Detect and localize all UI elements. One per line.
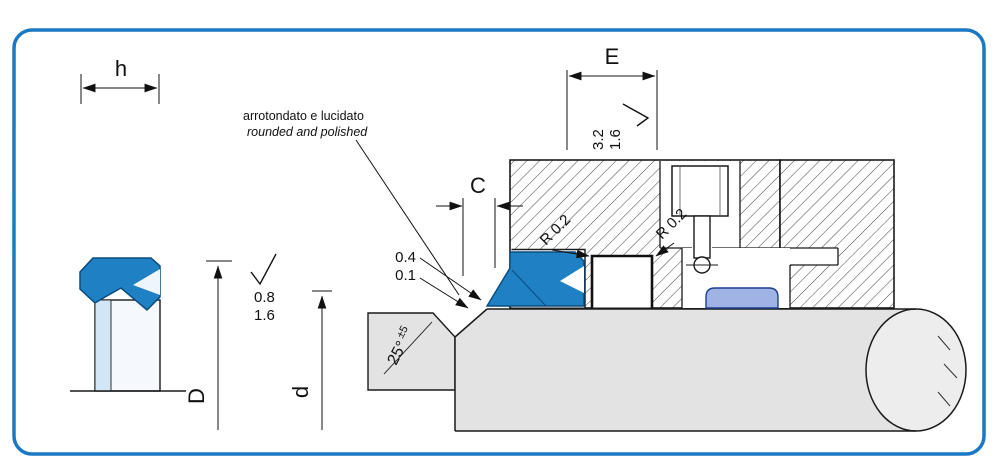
leader-line <box>419 257 482 301</box>
dimension-E: E <box>566 44 658 150</box>
surface-value: 0.8 <box>254 289 275 306</box>
surface-finish-icon <box>622 103 650 127</box>
rod-end <box>367 312 456 391</box>
surface-value: 3.2 <box>590 129 607 150</box>
groove-cavity <box>592 256 652 308</box>
edge-tolerance-callout: 0.4 0.1 <box>395 249 482 309</box>
leader-line <box>655 242 675 257</box>
angle-guide-line <box>383 321 433 375</box>
dimension-h-label: h <box>115 56 127 81</box>
dimension-D-label: D <box>184 388 209 404</box>
wiper-seal <box>485 251 585 307</box>
dimension-d: d <box>288 290 332 430</box>
shaft-end-face <box>865 308 967 432</box>
angle-tolerance: ±5 <box>395 324 411 340</box>
edge-tolerance-value: 0.4 <box>395 249 416 266</box>
surface-finish-icon <box>250 253 277 286</box>
guide-ring <box>705 287 779 309</box>
seal-lip-profile <box>79 257 161 312</box>
shaft-chamfer-edge <box>454 308 488 338</box>
dimension-h: h <box>80 56 160 104</box>
dimension-d-label: d <box>288 386 313 398</box>
shaft-end-hatch-ticks <box>937 335 958 407</box>
rounded-polished-note: arrotondato e lucidato rounded and polis… <box>243 109 460 296</box>
assembly-section-view <box>367 159 967 432</box>
leader-line <box>419 277 469 309</box>
seal-inner-wall <box>94 299 112 392</box>
seal-lip-notch <box>133 269 160 295</box>
note-english: rounded and polished <box>247 125 368 139</box>
groove-outline <box>590 254 654 308</box>
seal-cross-section-view <box>70 257 186 392</box>
dimension-C-label: C <box>470 173 486 198</box>
surface-value: 1.6 <box>254 307 275 324</box>
dimension-C: C <box>436 173 523 276</box>
wiper-seal-lip-line <box>511 269 547 307</box>
dimension-E-label: E <box>605 44 620 69</box>
leader-line <box>551 249 590 259</box>
surface-finish-rod: 0.8 1.6 <box>250 253 277 324</box>
housing-right-block <box>779 159 895 309</box>
plug-head <box>671 165 729 217</box>
dimension-D: D <box>184 260 232 430</box>
shaft-body <box>455 309 916 431</box>
side-channel <box>790 248 838 265</box>
surface-value: 1.6 <box>607 129 624 150</box>
leader-line <box>355 139 460 296</box>
surface-finish-groove: 3.2 1.6 <box>590 103 650 150</box>
plug-pin <box>693 215 711 259</box>
edge-tolerance-value: 0.1 <box>395 267 416 284</box>
wiper-seal-notch <box>560 266 584 293</box>
note-italian: arrotondato e lucidato <box>243 109 364 123</box>
seal-pocket-outline <box>511 248 586 308</box>
